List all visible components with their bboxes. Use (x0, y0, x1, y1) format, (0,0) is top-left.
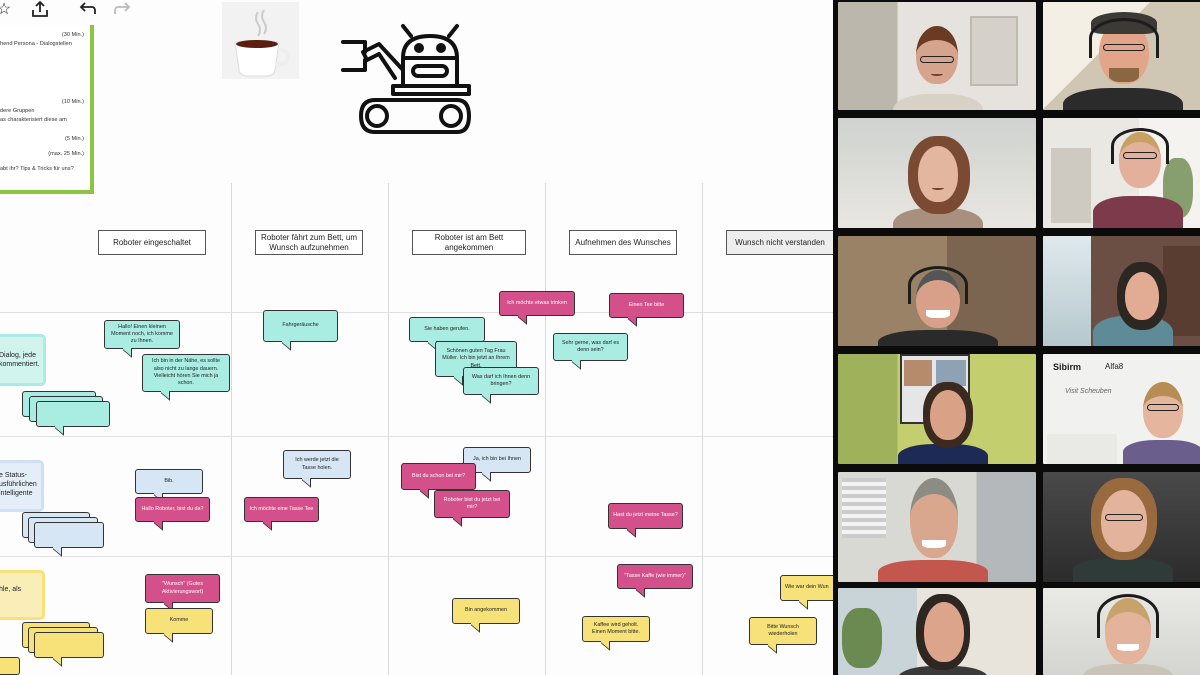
step-header[interactable]: Roboter fährt zum Bett, um Wunsch aufzun… (255, 230, 363, 255)
redo-icon[interactable] (111, 0, 135, 18)
agenda-line: (5 Min.) (65, 136, 84, 142)
speech-note[interactable]: Was darf ich Ihnen denn bringen? (463, 367, 539, 395)
participant-4-tile[interactable] (1043, 118, 1200, 228)
agenda-line: as charakterisiert diese am (0, 117, 67, 123)
agenda-line: (max. 25 Min.) (48, 151, 84, 157)
stacked-note[interactable] (34, 522, 104, 548)
participant-8-tile[interactable]: Sibirm Alfa8 Visit Scheuben (1043, 354, 1200, 464)
speech-note[interactable]: Komme (145, 608, 213, 634)
step-header[interactable]: Roboter ist am Bett angekommen (412, 230, 526, 255)
step-header[interactable]: Wunsch nicht verstanden (726, 230, 833, 255)
agenda-line: abt ihr? Tips & Tricks für uns? (0, 166, 74, 172)
stacked-note[interactable] (36, 401, 110, 427)
speech-note[interactable]: Bib. (135, 469, 203, 494)
agenda-line: dere Gruppen (0, 108, 35, 114)
agenda-card[interactable]: (30 Min.) hend Persona - Dialogstellen (… (0, 25, 94, 194)
participant-3-tile[interactable] (838, 118, 1036, 228)
participant-9-tile[interactable] (838, 472, 1036, 582)
speech-note[interactable]: Kaffee wird geholt. Einen Moment bitte. (582, 616, 650, 642)
speech-note[interactable]: Ich werde jetzt die Tasse holen. (283, 450, 351, 479)
participant-11-tile[interactable] (838, 588, 1036, 675)
whiteboard-canvas[interactable]: ☆ (30 Min.) hend Persona - Dialogstellen… (0, 0, 833, 675)
video-sign-brand: Sibirm (1053, 362, 1082, 372)
speech-note[interactable]: Wie war dein Wun (780, 575, 833, 601)
speech-note[interactable]: Ich bin in der Nähe, es sollte also nich… (142, 354, 230, 392)
video-sign-sub: Alfa8 (1105, 362, 1124, 371)
speech-note[interactable]: "Tasse Kaffe (wie immer)" (617, 564, 693, 589)
participant-7-tile[interactable] (838, 354, 1036, 464)
speech-note[interactable]: Hallo Roboter, bist du da? (135, 497, 210, 522)
speech-note[interactable]: Einen Tee bitte (609, 293, 684, 318)
speech-note[interactable]: Sehr gerne, was darf es denn sein? (553, 333, 628, 361)
speech-note[interactable]: Hast du jetzt meine Tasse? (608, 503, 683, 529)
stacked-note[interactable] (34, 632, 104, 658)
step-header[interactable]: Aufnehmen des Wunsches (569, 230, 677, 255)
persona-card[interactable]: hle, als (0, 570, 45, 620)
speech-note[interactable]: Bin angekommen (452, 598, 520, 624)
persona-card[interactable]: e Status- usführlichen intelligente (0, 460, 44, 512)
undo-icon[interactable] (75, 0, 99, 18)
speech-note[interactable]: Hallo! Einen kleinen Moment noch, ich ko… (104, 320, 180, 349)
participant-2-tile[interactable] (1043, 2, 1200, 110)
participant-12-tile[interactable] (1043, 588, 1200, 675)
coffee-cup-icon (222, 2, 299, 79)
speech-note[interactable]: Fahrgeräusche (263, 310, 338, 342)
participant-10-tile[interactable] (1043, 472, 1200, 582)
agenda-line: (30 Min.) (61, 32, 84, 38)
step-header[interactable]: Roboter eingeschaltet (98, 230, 206, 255)
speech-note[interactable]: Ich möchte etwas trinken (499, 291, 575, 316)
speech-note[interactable]: "Wunsch" (Gutes Aktivierungswort) (145, 574, 220, 603)
participant-5-tile[interactable] (838, 236, 1036, 346)
upload-icon[interactable] (28, 0, 52, 18)
stacked-note[interactable] (0, 657, 20, 675)
speech-note[interactable]: Bist du schon bei mir? (401, 463, 476, 490)
speech-note[interactable]: Roboter bist du jetzt bei mir? (434, 490, 510, 518)
persona-card[interactable]: Dialog, jede kommentiert. (0, 334, 46, 386)
video-sign-script: Visit Scheuben (1065, 388, 1112, 395)
agenda-line: (10 Min.) (61, 99, 84, 105)
agenda-line: hend Persona - Dialogstellen (0, 41, 72, 47)
speech-note[interactable]: Bitte Wunsch wiederholen (749, 617, 817, 645)
participant-1-tile[interactable] (838, 2, 1036, 110)
participant-6-tile[interactable] (1043, 236, 1200, 346)
video-call-grid: Sibirm Alfa8 Visit Scheuben (833, 0, 1200, 675)
speech-note[interactable]: Ich möchte eine Tasse Tee (244, 497, 319, 522)
robot-icon (339, 22, 474, 137)
star-icon[interactable]: ☆ (0, 1, 12, 18)
speech-note[interactable]: Sie haben gerufen. (409, 317, 485, 342)
